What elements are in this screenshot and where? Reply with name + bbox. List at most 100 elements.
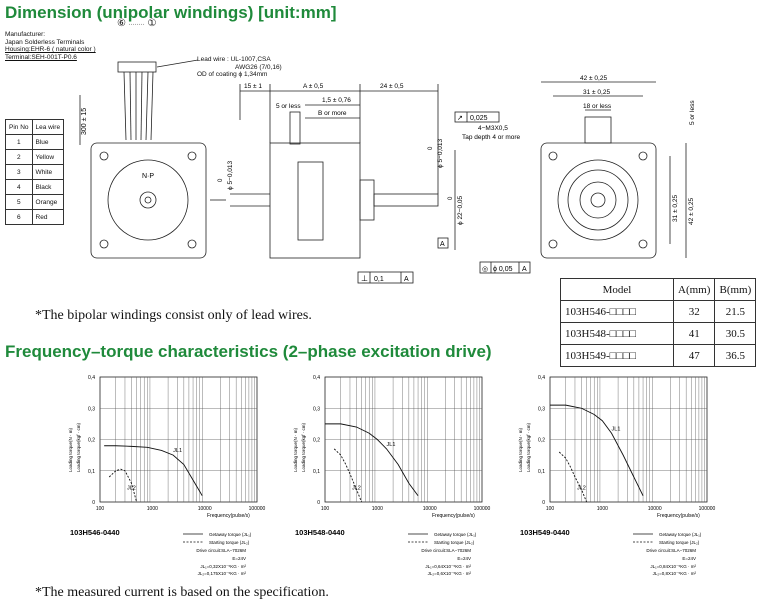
y-tick-label: 0 bbox=[317, 500, 320, 506]
svg-text:◎: ◎ bbox=[482, 266, 488, 273]
legend-getaway: Getaway torque (JL₁) bbox=[434, 532, 477, 537]
voltage: E=24V bbox=[232, 556, 246, 561]
inertia-jl1: JL₁=0,84X10⁻⁵KG · m² bbox=[650, 564, 696, 569]
boss-diameter: ϕ 22−0,05 bbox=[457, 195, 464, 225]
y-axis-label-2: Loading torque(kgf · cm) bbox=[76, 422, 81, 472]
series-label: JL2 bbox=[352, 486, 361, 492]
inertia-jl2: JL₂=0,175X10⁻⁵KG · m² bbox=[198, 571, 247, 576]
dim-24: 24 ± 0,5 bbox=[380, 83, 404, 90]
y-tick-label: 0,3 bbox=[313, 406, 320, 412]
legend-starting: Starting torque (JL₂) bbox=[209, 540, 250, 545]
y-tick-label: 0 bbox=[92, 500, 95, 506]
y-tick-label: 0,4 bbox=[313, 375, 320, 381]
series-jl2 bbox=[558, 451, 587, 503]
tap-spec: 4−M3X0,5 bbox=[478, 125, 508, 132]
series-jl2 bbox=[108, 468, 138, 503]
y-tick-label: 0,4 bbox=[88, 375, 95, 381]
manufacturer-line: Housing:EHR-6 ( natural color ) bbox=[5, 46, 96, 53]
y-tick-label: 0,1 bbox=[313, 469, 320, 475]
svg-text:Tap depth 4 or more: Tap depth 4 or more bbox=[462, 134, 521, 141]
shaft bbox=[373, 193, 439, 207]
y-tick-label: 0,4 bbox=[538, 375, 545, 381]
y-tick-label: 0,2 bbox=[313, 438, 320, 444]
x-tick-label: 100 bbox=[96, 506, 105, 512]
y-tick-label: 0,3 bbox=[538, 406, 545, 412]
svg-text:A: A bbox=[522, 266, 527, 273]
measured-note: *The measured current is based on the sp… bbox=[35, 585, 329, 600]
x-tick-label: 100000 bbox=[249, 506, 266, 512]
x-tick-label: 1000 bbox=[597, 506, 608, 512]
y-tick-label: 0,3 bbox=[88, 406, 95, 412]
lead-wire-info: Lead wire : UL-1007,CSA AWG26 (7/0,16) O… bbox=[197, 56, 282, 78]
svg-text:↗: ↗ bbox=[457, 115, 463, 122]
series-jl1 bbox=[104, 445, 203, 496]
chart-title: 103H548-0440 bbox=[295, 528, 345, 537]
five-or-less-side: 5 or less bbox=[276, 103, 301, 110]
connector-pin-range: ⑥ ········ ① bbox=[117, 18, 157, 29]
drive-circuit: Drive circuit:SLA−7026M bbox=[196, 548, 246, 553]
y-tick-label: 0,1 bbox=[538, 469, 545, 475]
x-axis-label: Frequency(pulse/s) bbox=[657, 513, 700, 519]
svg-text:0: 0 bbox=[448, 196, 454, 200]
manufacturer-line: Japan Solderless Terminals bbox=[5, 38, 85, 46]
x-tick-label: 100000 bbox=[474, 506, 491, 512]
svg-text:ϕ 0,05: ϕ 0,05 bbox=[493, 266, 513, 273]
dim-a: A ± 0,5 bbox=[303, 83, 324, 90]
manufacturer-line: Terminal:SEH-001T-P0.6 bbox=[5, 53, 77, 61]
y-tick-label: 0,2 bbox=[538, 438, 545, 444]
legend-getaway: Getaway torque (JL₁) bbox=[209, 532, 252, 537]
voltage: E=24V bbox=[682, 556, 696, 561]
svg-text:⊥: ⊥ bbox=[361, 274, 368, 283]
x-tick-label: 10000 bbox=[198, 506, 212, 512]
y-axis-label-2: Loading torque(kgf · cm) bbox=[526, 422, 531, 472]
svg-text:0: 0 bbox=[428, 146, 434, 150]
dim-300: 300 ± 15 bbox=[81, 108, 88, 135]
drive-circuit: Drive circuit:SLA−7026M bbox=[646, 548, 696, 553]
inertia-jl2: JL₂=0,8X10⁻⁵KG · m² bbox=[653, 571, 697, 576]
series-label: JL1 bbox=[387, 442, 396, 448]
series-label: JL1 bbox=[612, 426, 621, 432]
dim-42: 42 ± 0,25 bbox=[580, 75, 607, 82]
np-label: N·P bbox=[142, 173, 154, 180]
concentricity-frame bbox=[479, 261, 531, 274]
legend-getaway: Getaway torque (JL₁) bbox=[659, 532, 702, 537]
legend-starting: Starting torque (JL₂) bbox=[434, 540, 475, 545]
y-tick-label: 0 bbox=[542, 500, 545, 506]
bipolar-note: *The bipolar windings consist only of le… bbox=[35, 308, 312, 323]
y-axis-label: Loading torque(N · m) bbox=[68, 427, 73, 472]
chart-title: 103H546-0440 bbox=[70, 528, 120, 537]
manufacturer-line: Manufacturer: bbox=[5, 31, 46, 38]
y-axis-label: Loading torque(N · m) bbox=[293, 427, 298, 472]
x-tick-label: 1000 bbox=[372, 506, 383, 512]
datum-a: A bbox=[440, 241, 445, 248]
dim-31-vertical: 31 ± 0,25 bbox=[672, 195, 679, 222]
svg-text:0: 0 bbox=[218, 178, 224, 182]
voltage: E=24V bbox=[457, 556, 471, 561]
legend-starting: Starting torque (JL₂) bbox=[659, 540, 700, 545]
svg-text:0,025: 0,025 bbox=[470, 115, 488, 122]
side-view-body bbox=[269, 142, 361, 259]
inertia-jl2: JL₂=0,6X10⁻⁵KG · m² bbox=[428, 571, 472, 576]
dim-1-5: 1,5 ± 0,76 bbox=[322, 97, 351, 104]
x-tick-label: 10000 bbox=[423, 506, 437, 512]
y-axis-label: Loading torque(N · m) bbox=[518, 427, 523, 472]
dim-42-vertical: 42 ± 0,25 bbox=[688, 198, 695, 225]
dimension-heading: Dimension (unipolar windings) [unit:mm] bbox=[5, 3, 337, 22]
front-view-body bbox=[90, 142, 207, 259]
pin-table-header: Pin No Lea wire bbox=[5, 119, 65, 135]
svg-text:A: A bbox=[404, 276, 409, 283]
five-or-less-rear: 5 or less bbox=[689, 100, 696, 125]
series-jl1 bbox=[325, 423, 419, 497]
series-jl1 bbox=[550, 404, 644, 496]
manufacturer-info: Manufacturer: Japan Solderless Terminals… bbox=[5, 31, 96, 61]
series-label: JL2 bbox=[577, 486, 586, 492]
x-tick-label: 100 bbox=[321, 506, 330, 512]
model-table-header: Model A(mm) B(mm) bbox=[560, 278, 757, 301]
